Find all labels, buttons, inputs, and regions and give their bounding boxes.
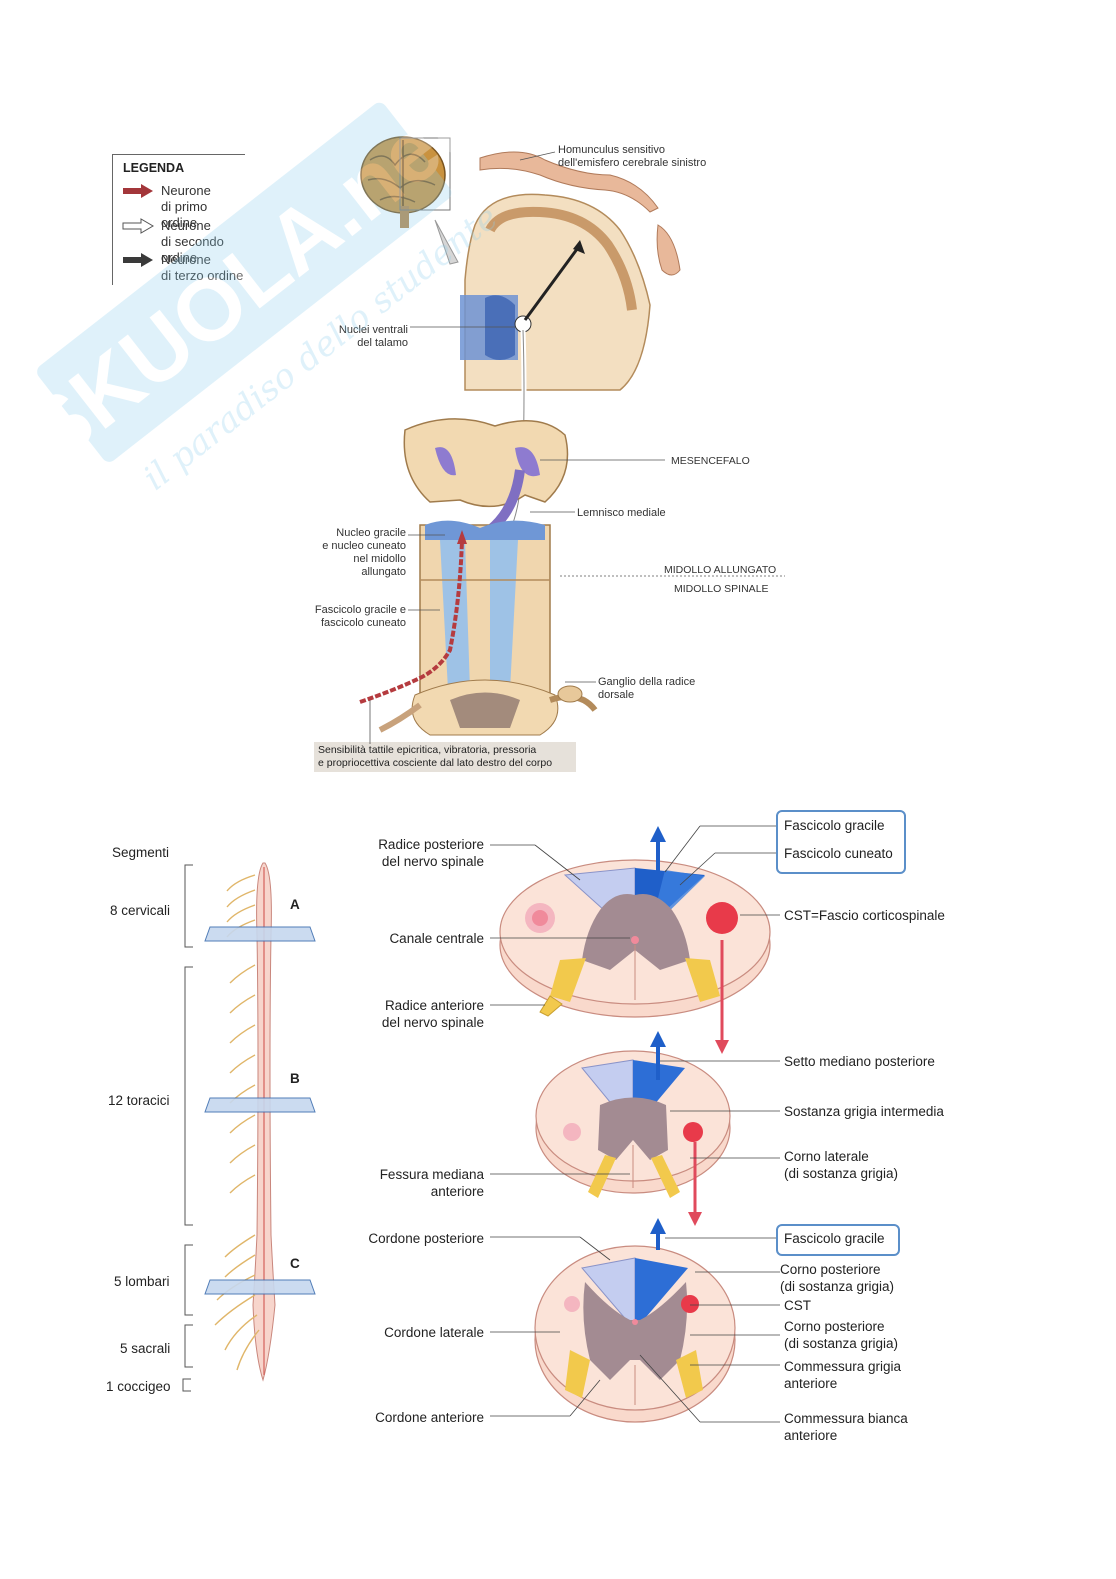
label-commessura-bianca: Commessura bianca anteriore: [784, 1410, 908, 1444]
label-corno-posteriore-2: Corno posteriore (di sostanza grigia): [784, 1318, 898, 1352]
label-radice-posteriore: Radice posteriore del nervo spinale: [330, 836, 484, 870]
bottom-leader-lines: [0, 800, 1116, 1460]
label-cordone-posteriore: Cordone posteriore: [330, 1230, 484, 1247]
label-cordone-anteriore: Cordone anteriore: [330, 1409, 484, 1426]
label-setto: Setto mediano posteriore: [784, 1053, 935, 1070]
label-fascicolo-gracile: Fascicolo gracile: [784, 817, 885, 834]
label-radice-anteriore: Radice anteriore del nervo spinale: [330, 997, 484, 1031]
label-corno-posteriore-1: Corno posteriore (di sostanza grigia): [780, 1261, 894, 1295]
label-corno-laterale: Corno laterale (di sostanza grigia): [784, 1148, 898, 1182]
label-fascicolo-gracile-c: Fascicolo gracile: [784, 1230, 885, 1247]
label-cordone-laterale: Cordone laterale: [330, 1324, 484, 1341]
label-fascicolo-cuneato: Fascicolo cuneato: [784, 845, 893, 862]
label-commessura-grigia: Commessura grigia anteriore: [784, 1358, 901, 1392]
label-sostanza-intermedia: Sostanza grigia intermedia: [784, 1103, 944, 1120]
label-fessura: Fessura mediana anteriore: [330, 1166, 484, 1200]
label-cst: CST: [784, 1297, 811, 1314]
label-canale-centrale: Canale centrale: [330, 930, 484, 947]
label-cst-full: CST=Fascio corticospinale: [784, 907, 945, 924]
top-leader-lines: [0, 0, 1116, 780]
